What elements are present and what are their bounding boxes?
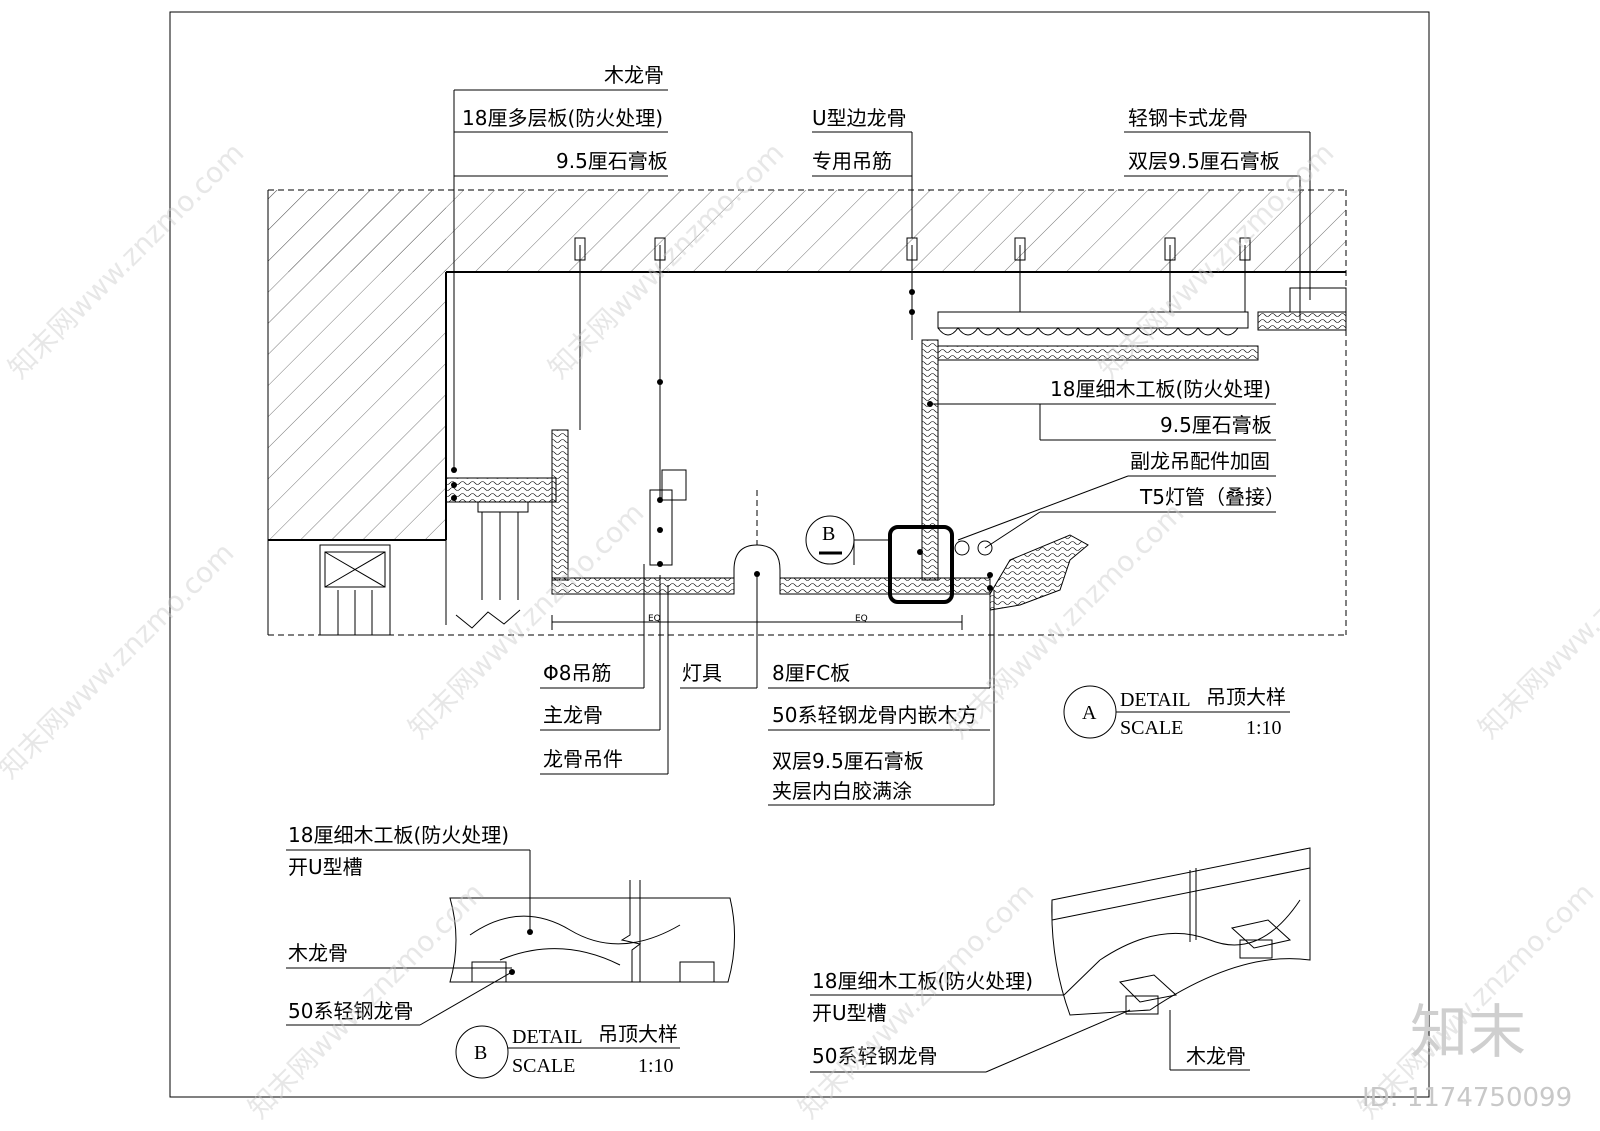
label-gypsum-right: 9.5厘石膏板 bbox=[1160, 413, 1272, 437]
label-iso-wood-keel: 木龙骨 bbox=[1186, 1044, 1246, 1068]
label-keel-hanger: 龙骨吊件 bbox=[543, 747, 623, 771]
dim-eq-right: EQ bbox=[855, 614, 868, 624]
watermark-4: 知末网www.znzmo.com bbox=[0, 536, 240, 785]
label-b-wood-keel: 木龙骨 bbox=[288, 941, 348, 965]
title-b-scale: SCALE bbox=[512, 1055, 575, 1077]
label-double-gypsum: 双层9.5厘石膏板 bbox=[1128, 149, 1280, 173]
label-main-keel: 主龙骨 bbox=[543, 703, 603, 727]
label-double-gypsum-bottom: 双层9.5厘石膏板 bbox=[772, 749, 924, 773]
title-a-name: 吊顶大样 bbox=[1206, 685, 1286, 709]
drawing-frame bbox=[169, 11, 1430, 1098]
title-b-letter: B bbox=[474, 1042, 487, 1064]
title-b-ratio: 1:10 bbox=[638, 1055, 674, 1077]
label-secondary-hanger: 副龙吊配件加固 bbox=[1130, 449, 1270, 473]
watermarks: 知末网www.znzmo.com 知末网www.znzmo.com 知末网www… bbox=[0, 136, 1600, 1125]
label-iso-u-groove: 开U型槽 bbox=[812, 1001, 887, 1025]
concrete-column bbox=[268, 190, 446, 540]
label-wood-keel: 木龙骨 bbox=[604, 63, 664, 87]
title-b-detail: DETAIL bbox=[512, 1026, 583, 1048]
title-a-scale: SCALE bbox=[1120, 717, 1183, 739]
label-b-blockboard: 18厘细木工板(防火处理) bbox=[288, 823, 509, 847]
label-steel-keel-wood: 50系轻钢龙骨内嵌木方 bbox=[772, 703, 977, 727]
watermark-8: 知末网www.znzmo.com bbox=[242, 876, 491, 1125]
label-t5-tube: T5灯管（叠接） bbox=[1139, 485, 1285, 509]
label-iso-steel-keel: 50系轻钢龙骨 bbox=[812, 1044, 937, 1068]
label-blockboard: 18厘细木工板(防火处理) bbox=[1050, 377, 1271, 401]
title-block-a: A DETAIL 吊顶大样 SCALE 1:10 bbox=[1063, 685, 1290, 739]
title-b-name: 吊顶大样 bbox=[598, 1022, 678, 1046]
label-white-glue: 夹层内白胶满涂 bbox=[772, 779, 912, 803]
label-phi8-hanger: Φ8吊筋 bbox=[543, 661, 611, 685]
label-multilayer-board: 18厘多层板(防火处理) bbox=[462, 106, 663, 130]
title-a-detail: DETAIL bbox=[1120, 689, 1191, 711]
watermark-7: 知末网www.znzmo.com bbox=[1472, 496, 1600, 745]
label-gypsum-board: 9.5厘石膏板 bbox=[556, 149, 668, 173]
iso-board bbox=[1051, 847, 1311, 1016]
callout-b-letter: B bbox=[822, 523, 835, 545]
detail-a: B EQ EQ 木龙骨 18厘多层板(防火处理) 9.5厘石膏板 U型边龙骨 专… bbox=[267, 63, 1347, 806]
label-u-edge-keel: U型边龙骨 bbox=[812, 106, 907, 130]
label-card-keel: 轻钢卡式龙骨 bbox=[1128, 106, 1248, 130]
label-fc-board: 8厘FC板 bbox=[772, 661, 850, 685]
dim-eq-left: EQ bbox=[648, 614, 661, 624]
label-iso-blockboard: 18厘细木工板(防火处理) bbox=[812, 969, 1033, 993]
watermark-id: ID: 1174750099 bbox=[1362, 1083, 1572, 1113]
detail-b-isometric: 18厘细木工板(防火处理) 开U型槽 50系轻钢龙骨 木龙骨 bbox=[810, 847, 1311, 1073]
label-b-u-groove: 开U型槽 bbox=[288, 855, 363, 879]
detail-b-section: 18厘细木工板(防火处理) 开U型槽 木龙骨 50系轻钢龙骨 B DETAIL … bbox=[286, 823, 735, 1079]
title-a-letter: A bbox=[1082, 702, 1097, 724]
blockboard-section bbox=[449, 897, 735, 983]
title-a-ratio: 1:10 bbox=[1246, 717, 1282, 739]
label-lamp: 灯具 bbox=[682, 661, 722, 685]
label-special-hanger: 专用吊筋 bbox=[812, 149, 892, 173]
watermark-1: 知末网www.znzmo.com bbox=[2, 136, 251, 385]
title-block-b: B DETAIL 吊顶大样 SCALE 1:10 bbox=[455, 1022, 680, 1079]
concrete-slab bbox=[268, 190, 1346, 272]
cornice-molding bbox=[989, 534, 1089, 611]
watermark-brand: 知末 bbox=[1410, 998, 1526, 1066]
detail-b-highlight-box bbox=[888, 525, 954, 604]
label-b-steel-keel: 50系轻钢龙骨 bbox=[288, 999, 413, 1023]
